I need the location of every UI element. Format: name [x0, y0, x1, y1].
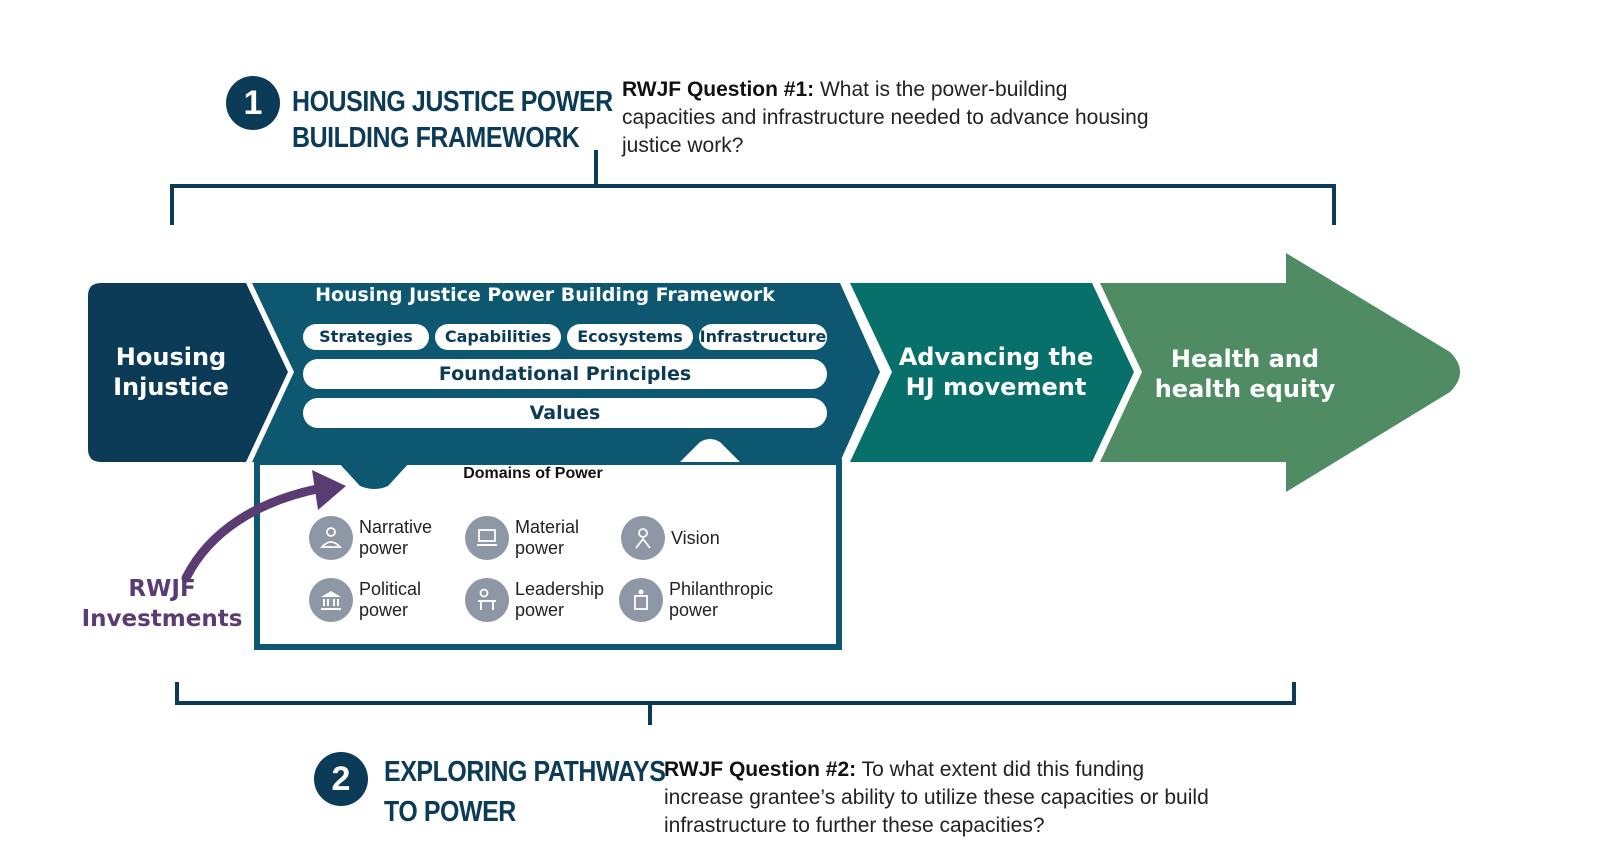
stage-health-label: Health and health equity [1140, 344, 1350, 404]
domains-title: Domains of Power [463, 465, 603, 482]
section-1-question: RWJF Question #1: What is the power-buil… [622, 76, 1162, 160]
stage-health-line1: Health and [1170, 345, 1320, 373]
stage-health-arrow-shape [1100, 253, 1460, 492]
stage-housing-injustice-line2: Injustice [113, 373, 229, 401]
section-1-question-label: RWJF Question #1: [622, 78, 815, 101]
political-icon [309, 578, 353, 622]
stage-housing-injustice-line1: Housing [115, 343, 227, 371]
stage-housing-injustice-shape [88, 283, 288, 462]
top-bracket [170, 150, 1336, 225]
domain-material: Material power [465, 516, 579, 560]
domain-leadership-label: Leadership power [515, 579, 604, 621]
domain-leadership: Leadership power [465, 578, 604, 622]
domains-box [254, 439, 842, 650]
philanthropic-icon [619, 578, 663, 622]
rwjf-investments-line2: Investments [81, 606, 243, 632]
domain-narrative-label: Narrative power [359, 517, 432, 559]
section-2-question: RWJF Question #2: To what extent did thi… [664, 756, 1224, 840]
pill-strategies: Strategies [303, 324, 429, 350]
material-icon [465, 516, 509, 560]
domain-narrative-line1: Narrative [359, 517, 433, 537]
domain-material-line2: power [515, 538, 565, 558]
domain-vision-line1: Vision [671, 527, 720, 548]
rwjf-investments-line1: RWJF [128, 576, 196, 602]
vision-icon [621, 516, 665, 560]
stage-advancing-line2: HJ movement [905, 373, 1087, 401]
domain-leadership-line1: Leadership [515, 579, 605, 599]
domain-narrative: Narrative power [309, 516, 432, 560]
narrative-icon [309, 516, 353, 560]
domain-vision-label: Vision [671, 528, 720, 549]
section-2-question-text: To what extent did this funding increase… [664, 758, 1209, 837]
investment-arrow [181, 470, 346, 583]
pill-ecosystems: Ecosystems [567, 324, 693, 350]
leadership-icon [465, 578, 509, 622]
section-2-title: EXPLORING PATHWAYS TO POWER [384, 752, 666, 832]
stage-advancing-line1: Advancing the [898, 343, 1094, 371]
section-2-title-line2: TO POWER [384, 796, 516, 828]
domain-political-line1: Political [359, 579, 422, 599]
domain-political-label: Political power [359, 579, 421, 621]
stage-housing-injustice-label: Housing Injustice [96, 342, 246, 402]
domain-material-line1: Material [515, 517, 580, 537]
rwjf-investments-label: RWJF Investments [80, 574, 244, 634]
framework-title: Housing Justice Power Building Framework [315, 284, 775, 306]
section-1-question-text: What is the power-building capacities an… [622, 78, 1149, 157]
pill-capabilities: Capabilities [435, 324, 561, 350]
section-1-number-badge: 1 [226, 76, 280, 130]
pill-foundational-principles: Foundational Principles [303, 359, 827, 389]
section-2-title-line1: EXPLORING PATHWAYS [384, 756, 666, 788]
domain-material-label: Material power [515, 517, 579, 559]
stage-advancing-shape [850, 283, 1134, 462]
section-1-title-line1: HOUSING JUSTICE POWER [292, 86, 613, 118]
domain-philanthropic-line1: Philanthropic [669, 579, 774, 599]
section-2-number-badge: 2 [314, 752, 368, 806]
domain-philanthropic-line2: power [669, 600, 719, 620]
domain-philanthropic-label: Philanthropic power [669, 579, 773, 621]
domain-vision: Vision [621, 516, 720, 560]
section-2-question-label: RWJF Question #2: [664, 758, 857, 781]
stage-advancing-label: Advancing the HJ movement [888, 342, 1104, 402]
domain-political: Political power [309, 578, 421, 622]
stage-health-line2: health equity [1154, 375, 1336, 403]
pill-infrastructure: Infrastructure [699, 324, 827, 350]
bottom-bracket [175, 682, 1296, 725]
pill-values: Values [303, 398, 827, 428]
section-1-title-line2: BUILDING FRAMEWORK [292, 122, 580, 154]
domain-political-line2: power [359, 600, 409, 620]
section-1-title: HOUSING JUSTICE POWER BUILDING FRAMEWORK [292, 84, 613, 156]
domain-philanthropic: Philanthropic power [619, 578, 773, 622]
domain-narrative-line2: power [359, 538, 409, 558]
domain-leadership-line2: power [515, 600, 565, 620]
